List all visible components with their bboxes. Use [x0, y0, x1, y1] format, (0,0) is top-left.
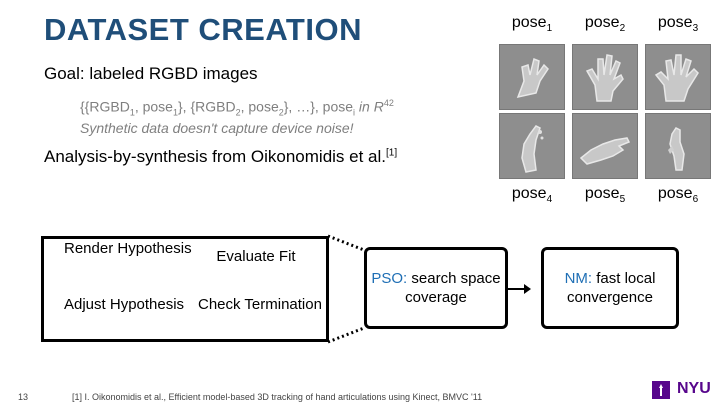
pso-pane: PSO: search space coverage	[364, 247, 508, 329]
nyu-logo-text: NYU	[677, 380, 711, 397]
analysis-loop-box	[41, 236, 329, 342]
nyu-torch-logo-icon	[652, 381, 670, 399]
page-number: 13	[18, 392, 29, 402]
nm-label: NM:	[564, 270, 593, 287]
pose-label-3: pose3	[657, 14, 699, 35]
pose-label-4: pose4	[511, 185, 553, 206]
check-termination-node: Check Termination	[198, 296, 322, 313]
hand-depth-image-4	[499, 113, 565, 179]
hand-depth-image-5	[572, 113, 638, 179]
citation-footer: [1] I. Oikonomidis et al., Efficient mod…	[72, 392, 483, 402]
nm-pane: NM: fast local convergence	[541, 247, 679, 329]
pso-to-nm-arrowhead	[524, 284, 531, 294]
zoom-connector-top	[327, 234, 365, 252]
pose-label-2: pose2	[584, 14, 626, 35]
pose-label-6: pose6	[657, 185, 699, 206]
analysis-by-synthesis-text: Analysis-by-synthesis from Oikonomidis e…	[44, 147, 398, 166]
hand-depth-image-3	[645, 44, 711, 110]
hand-depth-image-2	[572, 44, 638, 110]
evaluate-fit-node: Evaluate Fit	[216, 248, 296, 265]
goal-text: Goal: labeled RGBD images	[44, 64, 258, 83]
hand-depth-image-6	[645, 113, 711, 179]
pso-label: PSO:	[371, 270, 408, 287]
noise-note: Synthetic data doesn't capture device no…	[80, 120, 354, 136]
dataset-tuple-notation: {{RGBD1, pose1}, {RGBD2, pose2}, …}, pos…	[80, 98, 394, 118]
adjust-hypothesis-node: Adjust Hypothesis	[64, 296, 185, 313]
pose-label-5: pose5	[584, 185, 626, 206]
render-hypothesis-node: Render Hypothesis	[64, 240, 192, 257]
slide-title: DATASET CREATION	[44, 12, 362, 47]
hand-depth-image-1	[499, 44, 565, 110]
pose-label-1: pose1	[511, 14, 553, 35]
zoom-connector-bottom	[327, 326, 365, 344]
